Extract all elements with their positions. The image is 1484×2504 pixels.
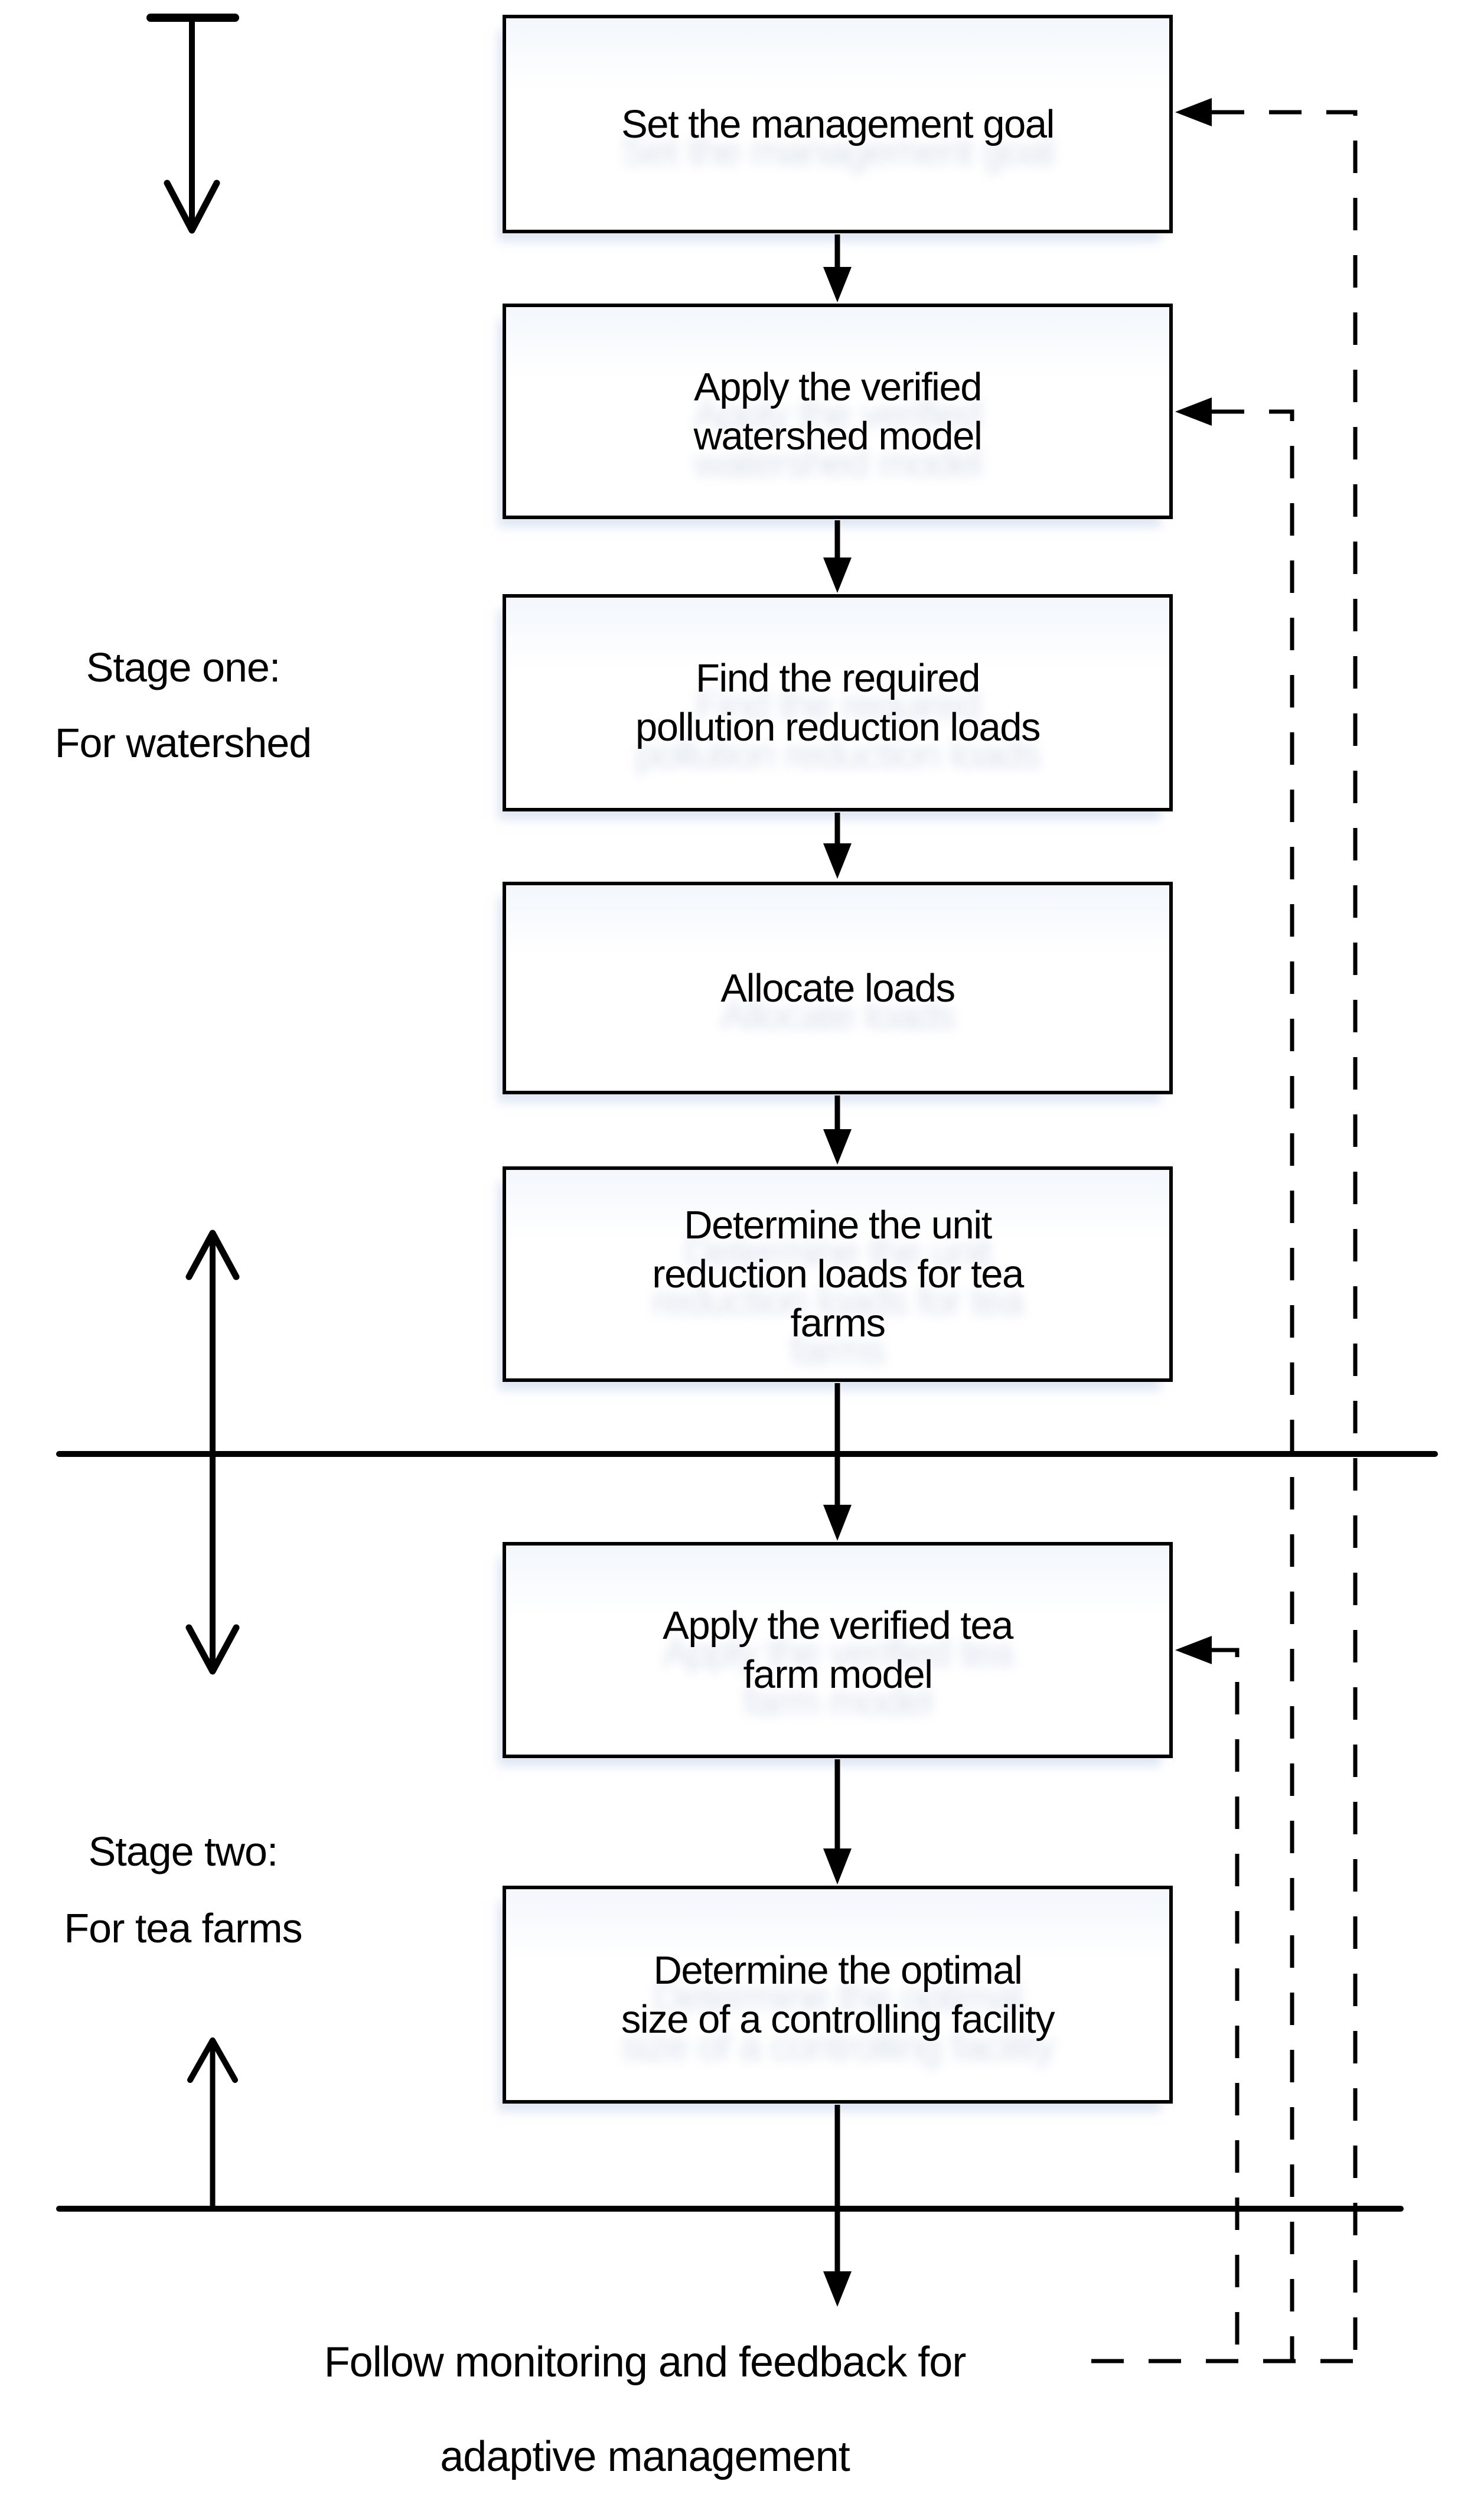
flow-arrow-6-icon: [823, 1759, 852, 1884]
feedback-arrowhead-watershed-icon: [1175, 397, 1212, 426]
flow-box-optimal-facility-size: Determine the optimal size of a controll…: [503, 1886, 1173, 2104]
stage-one-extent-arrow-icon: [146, 14, 239, 234]
stage-two-label: Stage two: For tea farms: [64, 1828, 302, 1951]
stage-two-extent-arrow-icon: [187, 2037, 238, 2209]
feedback-arrowhead-tea-farm-icon: [1175, 1636, 1212, 1664]
flow-box-apply-watershed-model: Apply the verified watershed model: [503, 304, 1173, 519]
adaptive-management-label: Follow monitoring and feedback for adapt…: [324, 2339, 967, 2480]
stage-boundary-double-arrow-icon: [185, 1230, 240, 1675]
feedback-line-to-goal-icon: [1175, 98, 1358, 2361]
flow-arrow-7-icon: [823, 2105, 852, 2307]
flow-arrow-1-icon: [823, 234, 852, 302]
feedback-arrowhead-goal-icon: [1175, 98, 1212, 126]
flow-arrow-3-icon: [823, 813, 852, 879]
flow-box-set-management-goal: Set the management goal: [503, 15, 1173, 233]
feedback-line-to-tea-farm-model-icon: [1175, 1636, 1240, 2361]
flow-box-apply-tea-farm-model: Apply the verified tea farm model: [503, 1542, 1173, 1758]
flow-box-find-reduction-loads: Find the required pollution reduction lo…: [503, 594, 1173, 811]
flow-arrow-4-icon: [823, 1096, 852, 1165]
flow-arrow-2-icon: [823, 520, 852, 593]
flow-box-unit-reduction-loads: Determine the unit reduction loads for t…: [503, 1166, 1173, 1382]
flow-arrow-5-icon: [823, 1383, 852, 1541]
flow-box-allocate-loads: Allocate loads: [503, 882, 1173, 1094]
stage-one-label: Stage one: For watershed: [54, 644, 312, 766]
feedback-line-to-watershed-model-icon: [1175, 397, 1294, 2361]
